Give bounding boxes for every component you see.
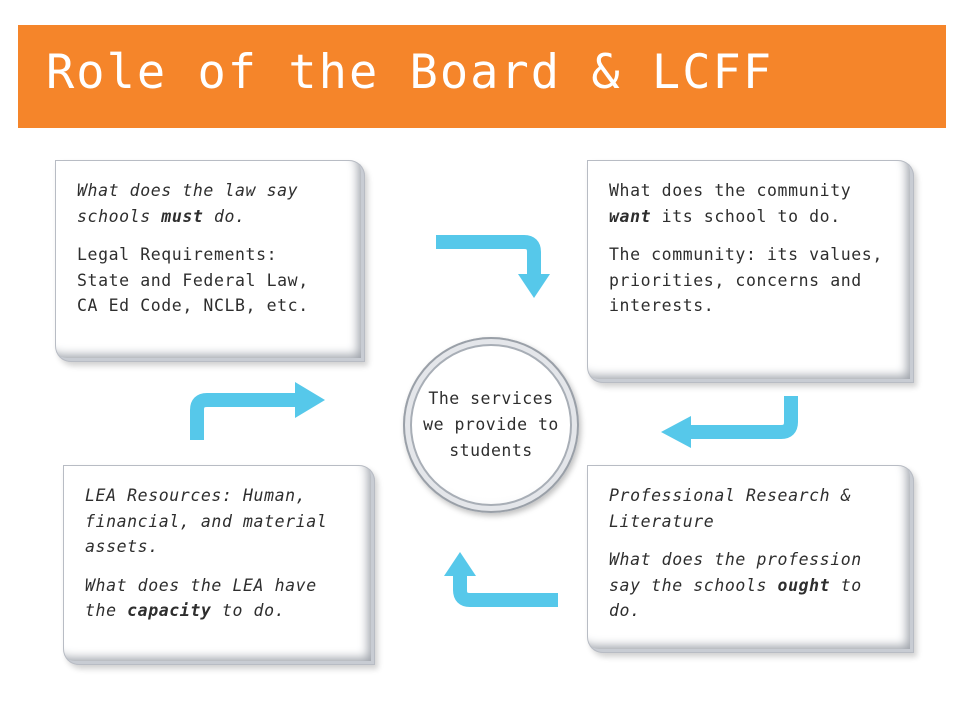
law-question-suffix: do. [203,206,246,226]
box-community: What does the community want its school … [587,160,914,383]
research-question-emphasis: ought [777,575,831,595]
box-research: Professional Research & Literature What … [587,465,914,653]
slide-title: Role of the Board & LCFF [46,45,774,100]
center-text: The services we provide to students [423,389,559,460]
law-question-emphasis: must [161,206,204,226]
community-question-suffix: its school to do. [651,206,841,226]
law-description: Legal Requirements: State and Federal La… [77,245,309,315]
arrow-top-right-icon [436,235,550,298]
research-heading: Professional Research & Literature [609,486,852,531]
community-question-emphasis: want [609,206,652,226]
law-question-prefix: What does the law say schools [77,181,299,226]
research-question-suffix: to do. [609,575,862,621]
box-resources: LEA Resources: Human, financial, and mat… [63,465,375,665]
center-circle: The services we provide to students [403,337,579,513]
community-description: The community: its values, priorities, c… [609,245,883,315]
box-law: What does the law say schools must do. L… [55,160,365,362]
arrow-bottom-left-icon [444,552,558,607]
community-question-prefix: What does the community [609,181,852,200]
research-question: What does the profession say the schools… [609,547,886,624]
resources-description: LEA Resources: Human, financial, and mat… [85,486,328,556]
community-question: What does the community want its school … [609,178,886,229]
resources-question-emphasis: capacity [127,601,212,620]
resources-question: What does the LEA have the capacity to d… [85,573,347,624]
title-bar: Role of the Board & LCFF [18,25,946,128]
arrow-right-down-icon [661,396,798,448]
arrow-left-up-icon [190,382,325,440]
law-question: What does the law say schools must do. [77,178,337,229]
research-question-prefix: What does the profession say the schools [609,550,862,595]
resources-question-suffix: to do. [211,601,286,620]
resources-question-prefix: What does the LEA have the [85,575,317,621]
